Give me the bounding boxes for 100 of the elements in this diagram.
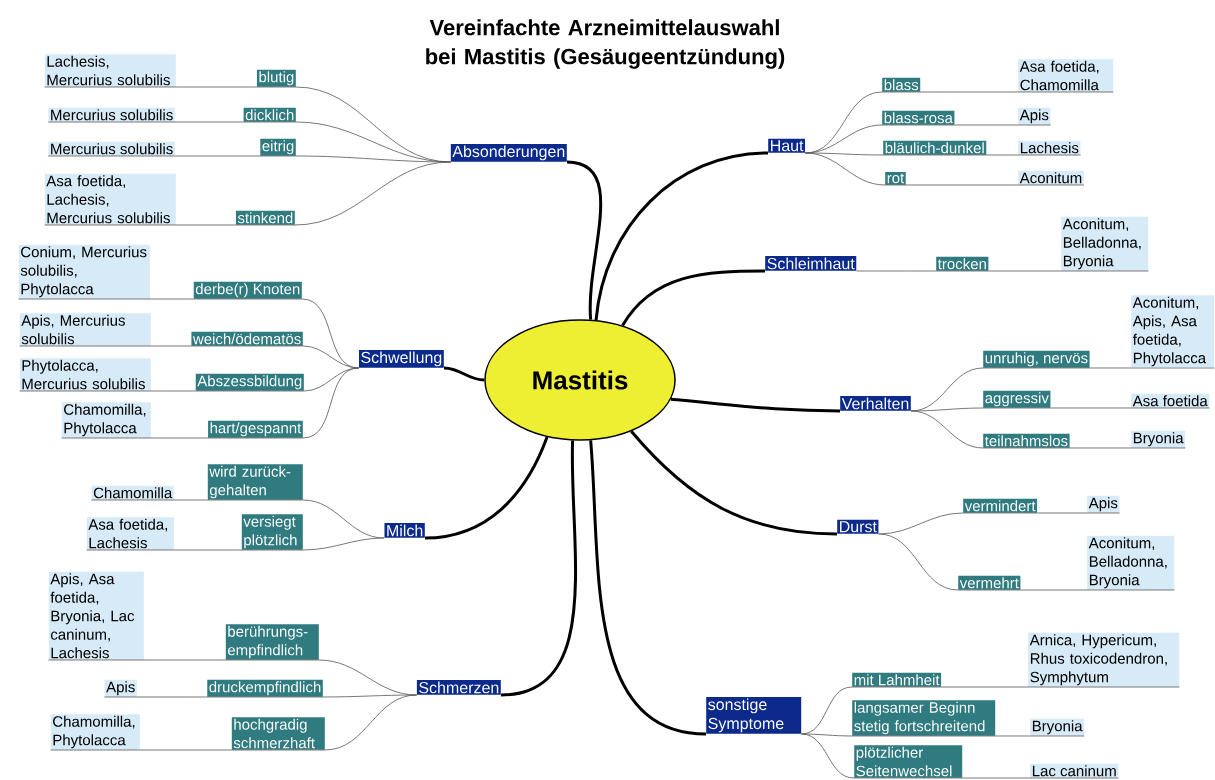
connector-line [150,390,196,392]
branch-line [589,440,707,736]
remedy-box: Aconitum, Belladonna, Bryonia [1060,216,1149,272]
symptom-box: derbe(r) Knoten [193,281,303,300]
connector-line [302,537,385,551]
topic-box: Absonderungen [450,143,567,162]
remedy-box: Lachesis, Mercurius solubilis [44,54,177,88]
connector-line [1069,447,1132,449]
connector-line [150,437,209,439]
connector-line [910,410,984,449]
topic-box: Schleimhaut [765,256,857,271]
remedy-box: Chamomilla [91,485,175,501]
connector-line [804,152,886,186]
connector-line [1036,512,1088,514]
remedy-box: Bryonia [1130,430,1186,449]
connector-line [878,533,959,591]
connector-line [173,499,208,501]
topic-box: Verhalten [840,396,911,411]
remedy-box: Apis [104,679,138,698]
symptom-box: wird zurück- gehalten [207,464,304,501]
branch-line [424,436,549,540]
remedy-box: Asa foetida [1130,393,1210,409]
remedy-box: Apis [1086,495,1120,514]
connector-line [995,735,1031,737]
branch-line [594,151,769,321]
connector-line [910,407,984,412]
connector-line [988,270,1062,272]
symptom-box: eitrig [259,138,297,157]
remedy-box: Asa foetida, Chamomilla [1017,59,1114,93]
branch-line [566,160,603,320]
connector-line [954,124,1019,126]
topic-box: Milch [384,523,425,538]
connector-line [175,86,258,88]
connector-line [801,733,853,737]
remedy-box: Phytolacca, Mercurius solubilis [19,358,152,392]
branch-line [443,366,485,382]
symptom-box: vermehrt [957,575,1021,591]
connector-line [940,686,1029,688]
connector-line [143,659,226,661]
symptom-box: dicklich [243,107,297,123]
remedy-box: Mercurius solubilis [47,107,176,123]
symptom-box: langsamer Beginn stetig fortschreitend [851,700,996,737]
connector-line [1089,367,1132,369]
remedy-box: Asa foetida, Lachesis, Mercurius solubilis [44,173,177,226]
connector-line [295,155,451,163]
branch-line [621,269,765,327]
connector-line [878,512,964,535]
symptom-box: versiegt plötzlich [241,514,304,551]
title: Vereinfachte Arzneimittelauswahl bei Mastitis (Gesäugeentzündung) [426,19,785,69]
topic-box: Haut [768,138,805,153]
symptom-box: weich/ödematös [190,331,304,347]
symptom-box: vermindert [962,498,1038,514]
connector-line [173,549,242,551]
remedy-box: Lac caninum [1029,763,1119,779]
connector-line [174,155,261,157]
symptom-box: unruhig, nervös [982,350,1091,369]
remedy-box: Apis [1017,107,1051,126]
connector-line [1020,589,1088,591]
remedy-box: Aconitum [1017,170,1085,186]
symptom-box: aggressiv [982,390,1051,409]
symptom-box: berührungs- empfindlich [225,624,320,661]
connector-line [920,91,1019,93]
symptom-box: bläulich-dunkel [882,140,987,156]
remedy-box: Conium, Mercurius solubilis, Phytolacca [18,244,151,300]
symptom-box: blass [881,77,921,93]
connector-line [149,298,194,300]
remedy-box: Aconitum, Belladonna, Bryonia [1086,535,1175,591]
connector-line [322,694,418,698]
remedy-box: Asa foetida, Lachesis [86,517,175,551]
symptom-box: stinkend [235,210,296,226]
symptom-box: plötzlicher Seitenwechsel [853,745,963,779]
symptom-box: teilnahmslos [982,433,1071,449]
remedy-box: Chamomilla, Phytolacca [61,402,152,439]
remedy-box: Lachesis [1017,140,1081,156]
connector-line [303,367,360,392]
symptom-box: hochgradig schmerzhaft [231,717,326,751]
remedy-box: Apis, Asa foetida, Bryonia, Lac caninum, Lachesis [48,571,145,661]
connector-line [302,367,360,439]
topic-box: Durst [837,519,879,534]
connector-line [1050,407,1132,409]
topic-box: sonstige Symptome [706,696,802,734]
connector-line [294,161,451,226]
remedy-box: Arnica, Hypericum, Rhus toxicodendron, Symphytum [1027,632,1180,688]
branch-line [630,430,838,536]
remedy-box: Mercurius solubilis [47,141,176,157]
connector-line [905,184,1019,186]
connector-line [856,270,937,272]
connector-line [962,777,1031,779]
symptom-box: hart/gespannt [207,420,304,439]
remedy-box: Apis, Mercurius solubilis [19,313,152,347]
remedy-box: Chamomilla, Phytolacca [50,714,141,751]
symptom-box: blutig [256,69,297,88]
connector-line [801,733,855,779]
connector-line [150,345,192,347]
branch-line [670,397,841,413]
connector-line [174,121,244,123]
connector-line [324,694,418,751]
topic-box: Schwellung [359,349,444,368]
branch-line [500,440,577,697]
connector-line [175,224,237,226]
